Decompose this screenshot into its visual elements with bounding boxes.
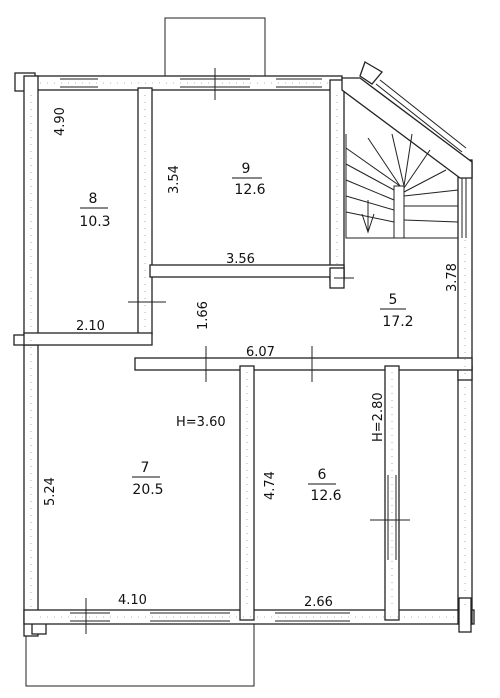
dim-4-10: 4.10 xyxy=(118,593,147,608)
room-8: 8 10.3 xyxy=(79,191,110,230)
room-6-area: 12.6 xyxy=(310,488,341,504)
height-labels: H=3.60 H=2.80 xyxy=(176,392,386,442)
room-8-area: 10.3 xyxy=(79,214,110,230)
height-main: H=3.60 xyxy=(176,415,226,430)
dim-1-66: 1.66 xyxy=(196,301,211,330)
dim-2-66: 2.66 xyxy=(304,595,333,610)
dim-2-10: 2.10 xyxy=(76,319,105,334)
room-6: 6 12.6 xyxy=(308,467,342,504)
room-7-area: 20.5 xyxy=(132,482,163,498)
dimension-labels: 4.90 3.54 3.56 2.10 1.66 3.78 6.07 5.24 … xyxy=(43,107,460,610)
height-room-6: H=2.80 xyxy=(371,392,386,442)
room-7-number: 7 xyxy=(141,460,150,476)
staircase xyxy=(345,133,459,239)
dim-6-07: 6.07 xyxy=(246,345,275,360)
room-7: 7 20.5 xyxy=(132,460,164,498)
balcony-bottom xyxy=(25,623,255,687)
balcony-top xyxy=(164,17,266,77)
room-9-number: 9 xyxy=(242,161,251,177)
room-8-number: 8 xyxy=(89,191,98,207)
room-6-number: 6 xyxy=(318,467,327,483)
dim-4-90: 4.90 xyxy=(53,107,68,136)
room-5: 5 17.2 xyxy=(380,292,414,330)
room-5-area: 17.2 xyxy=(382,314,413,330)
room-5-number: 5 xyxy=(389,292,398,308)
room-9: 9 12.6 xyxy=(232,161,266,198)
dim-5-24: 5.24 xyxy=(43,477,58,506)
wall-texture xyxy=(30,82,466,618)
walls xyxy=(13,72,475,637)
dim-4-74: 4.74 xyxy=(263,471,278,500)
room-9-area: 12.6 xyxy=(234,182,265,198)
dim-3-56: 3.56 xyxy=(226,252,255,267)
bay-walls xyxy=(341,61,473,238)
dim-3-54: 3.54 xyxy=(167,165,182,194)
door-marks xyxy=(85,68,410,634)
dim-3-78: 3.78 xyxy=(445,263,460,292)
